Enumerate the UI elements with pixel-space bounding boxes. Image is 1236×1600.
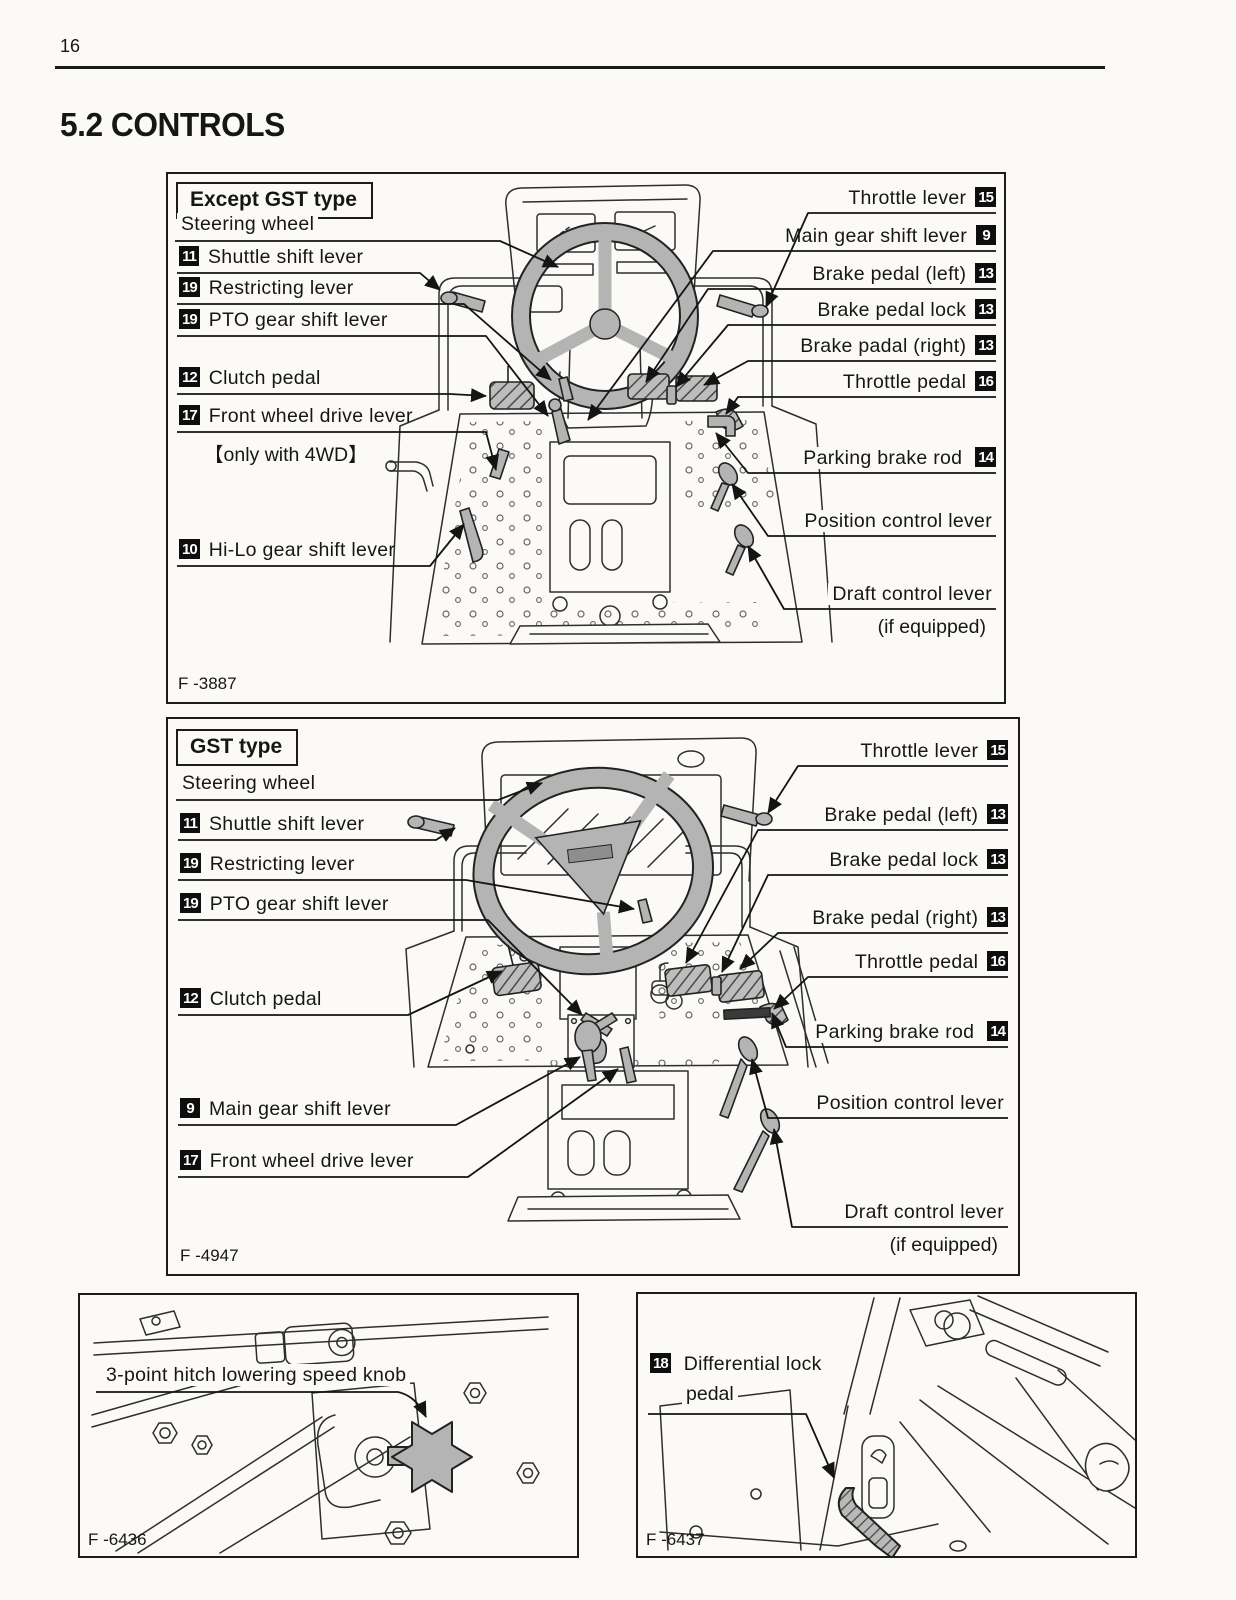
fig2-label-position-control-lever: Position control lever [812, 1092, 1008, 1114]
figure4-code: F -6437 [646, 1530, 705, 1549]
fig2-label-steering-wheel: Steering wheel [178, 772, 320, 794]
figure3-illustration [91, 1310, 549, 1554]
badge-17: 17 [180, 1150, 201, 1170]
figure-hitch-knob: 3-point hitch lowering speed knob F -643… [78, 1293, 579, 1558]
badge-19: 19 [180, 853, 201, 873]
badge-13: 13 [987, 849, 1008, 869]
badge-18: 18 [650, 1353, 671, 1373]
fig2-label-brake-pedal-right: Brake pedal (right)13 [812, 907, 1008, 929]
fig1-label-position-control-lever: Position control lever [800, 510, 996, 532]
fig1-label-brake-pedal-right: Brake padal (right)13 [800, 335, 996, 357]
badge-13: 13 [975, 335, 996, 355]
figure2-illustration [176, 737, 1008, 1228]
badge-12: 12 [179, 367, 200, 387]
figure4-illustration [648, 1295, 1135, 1556]
page-number: 16 [60, 36, 81, 56]
badge-13: 13 [987, 804, 1008, 824]
figure2-title: GST type [176, 729, 299, 766]
fig3-label-hitch-knob: 3-point hitch lowering speed knob [102, 1364, 411, 1386]
badge-11: 11 [179, 246, 199, 266]
fig2-note-if-equipped: (if equipped) [889, 1234, 998, 1256]
fig1-label-brake-pedal-left: Brake pedal (left)13 [812, 263, 996, 285]
badge-13: 13 [975, 263, 996, 283]
badge-19: 19 [180, 893, 201, 913]
badge-11: 11 [180, 813, 200, 833]
section-heading: 5.2 CONTROLS [60, 106, 285, 143]
badge-14: 14 [975, 447, 996, 467]
badge-17: 17 [179, 405, 200, 425]
fig1-note-only-with-4wd: 【only with 4WD】 [204, 444, 368, 466]
badge-15: 15 [975, 187, 996, 207]
badge-13: 13 [975, 299, 996, 319]
badge-19: 19 [179, 277, 200, 297]
figure1-illustration [175, 184, 996, 645]
badge-16: 16 [987, 951, 1008, 971]
figure2-code: F -4947 [180, 1246, 239, 1265]
badge-14: 14 [987, 1021, 1008, 1041]
figure3-code: F -6436 [88, 1530, 147, 1549]
fig2-label-brake-pedal-left: Brake pedal (left)13 [824, 804, 1008, 826]
badge-13: 13 [987, 907, 1008, 927]
badge-15: 15 [987, 740, 1008, 760]
fig1-label-draft-control-lever: Draft control lever [828, 583, 996, 605]
fig1-label-steering-wheel: Steering wheel [177, 213, 319, 235]
badge-9: 9 [976, 225, 996, 245]
badge-9: 9 [180, 1098, 200, 1118]
fig2-label-draft-control-lever: Draft control lever [840, 1201, 1008, 1223]
figure1-title: Except GST type [176, 182, 373, 219]
header-rule [55, 66, 1105, 69]
fig4-label-pedal-line2: pedal [682, 1383, 738, 1406]
badge-19: 19 [179, 309, 200, 329]
badge-12: 12 [180, 988, 201, 1008]
badge-10: 10 [179, 539, 200, 559]
figure1-code: F -3887 [178, 674, 237, 693]
badge-16: 16 [975, 371, 996, 391]
fig1-note-if-equipped: (if equipped) [877, 616, 986, 638]
